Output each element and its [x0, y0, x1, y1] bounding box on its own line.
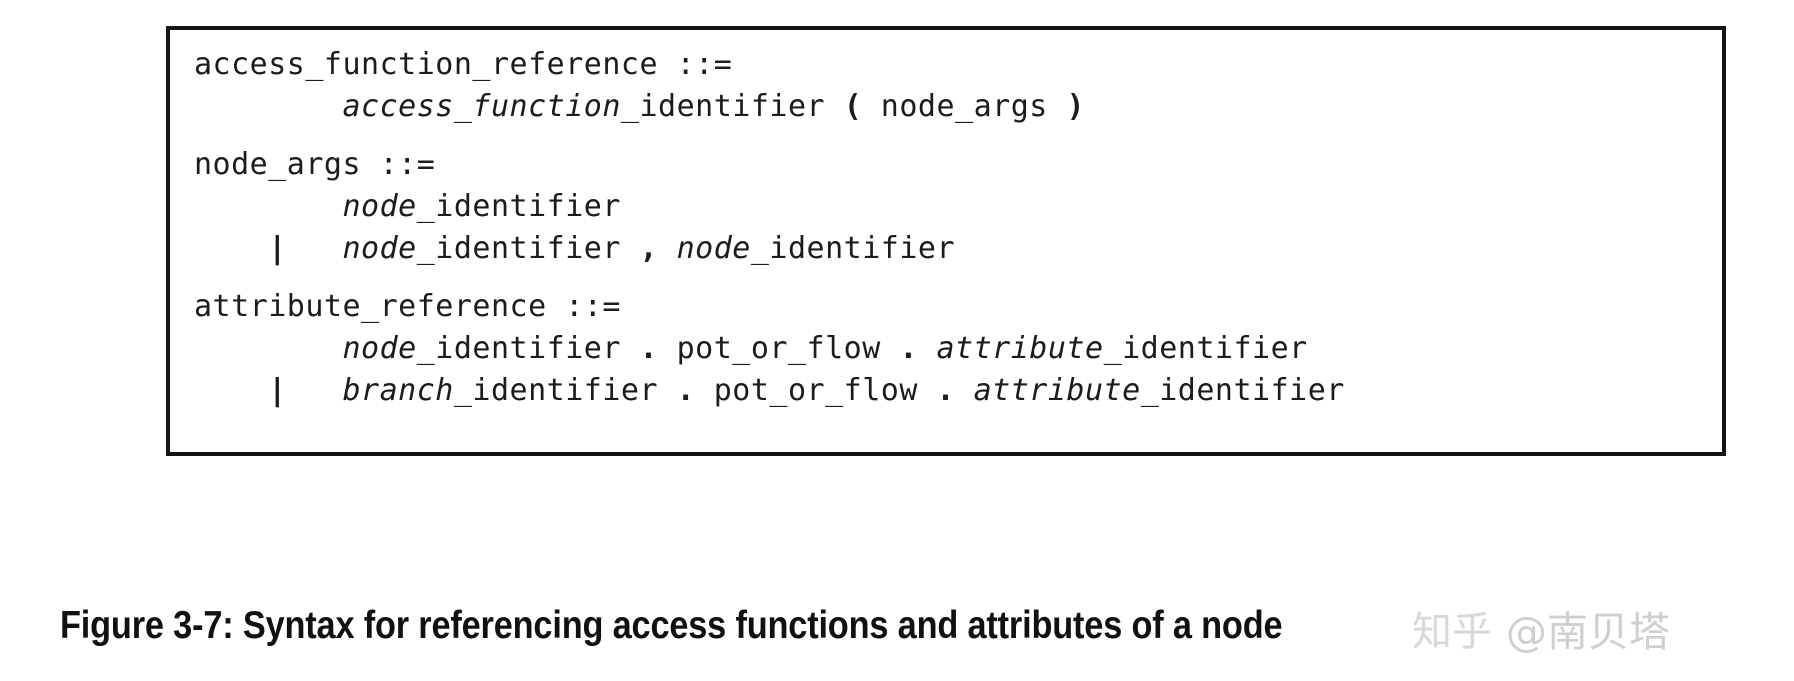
grammar-token: _identifier — [416, 189, 621, 224]
grammar-token: _identifier — [416, 331, 640, 366]
grammar-token: pot_or_flow — [658, 331, 900, 366]
grammar-token: _identifier — [453, 373, 677, 408]
zhihu-watermark: 知乎 @南贝塔 — [1412, 598, 1670, 658]
grammar-line: | branch_identifier . pot_or_flow . attr… — [194, 370, 1714, 412]
grammar-token: node — [342, 231, 417, 266]
grammar-token: _identifier — [750, 231, 956, 266]
grammar-token: node — [342, 189, 417, 224]
grammar-token — [194, 331, 343, 366]
grammar-token: attribute — [936, 331, 1104, 366]
grammar-token — [658, 231, 677, 266]
grammar-token — [955, 373, 974, 408]
production-access_function_reference: access_function_reference ::= access_fun… — [194, 44, 1714, 128]
production-attribute_reference: attribute_reference ::= node_identifier … — [194, 286, 1714, 412]
grammar-token: . — [936, 373, 956, 408]
grammar-token: attribute_reference ::= — [194, 289, 621, 324]
grammar-line: access_function_identifier ( node_args ) — [194, 86, 1714, 128]
grammar-token: | — [268, 231, 287, 266]
grammar-token — [918, 331, 937, 366]
grammar-token: access_function — [342, 89, 621, 124]
grammar-token: . — [639, 331, 659, 366]
grammar-token: ( — [843, 89, 863, 124]
figure-syntax-box: access_function_reference ::= access_fun… — [166, 26, 1726, 456]
grammar-token: node_args — [862, 89, 1067, 124]
grammar-token: access_function_reference ::= — [194, 47, 733, 82]
grammar-line: access_function_reference ::= — [194, 44, 1714, 86]
grammar-token: _identifier — [620, 89, 844, 124]
grammar-line: attribute_reference ::= — [194, 286, 1714, 328]
grammar-line: node_identifier . pot_or_flow . attribut… — [194, 328, 1714, 370]
grammar-token: attribute — [973, 373, 1141, 408]
grammar-token: pot_or_flow — [695, 373, 937, 408]
grammar-token: | — [268, 373, 287, 408]
grammar-token: branch — [342, 373, 454, 408]
grammar-token — [287, 231, 343, 266]
grammar-token — [194, 231, 268, 266]
figure-caption: Figure 3-7: Syntax for referencing acces… — [60, 604, 1283, 647]
zhihu-logo-text: 知乎 — [1412, 609, 1492, 655]
grammar-token: _identifier — [416, 231, 640, 266]
grammar-token: _identifier — [1103, 331, 1308, 366]
grammar-line: | node_identifier , node_identifier — [194, 228, 1714, 270]
grammar-line: node_identifier — [194, 186, 1714, 228]
grammar-token: node_args ::= — [194, 147, 436, 182]
grammar-token: ) — [1066, 89, 1085, 124]
zhihu-user-handle: @南贝塔 — [1506, 608, 1670, 656]
grammar-token — [194, 373, 268, 408]
grammar-token: _identifier — [1140, 373, 1345, 408]
grammar-token: node — [676, 231, 751, 266]
grammar-listing: access_function_reference ::= access_fun… — [194, 44, 1714, 412]
grammar-token: , — [639, 231, 659, 266]
grammar-token: node — [342, 331, 417, 366]
grammar-token — [194, 189, 343, 224]
grammar-token — [287, 373, 343, 408]
grammar-line: node_args ::= — [194, 144, 1714, 186]
grammar-token: . — [899, 331, 918, 366]
grammar-token: . — [676, 373, 696, 408]
grammar-token — [194, 89, 343, 124]
production-node_args: node_args ::= node_identifier | node_ide… — [194, 144, 1714, 270]
